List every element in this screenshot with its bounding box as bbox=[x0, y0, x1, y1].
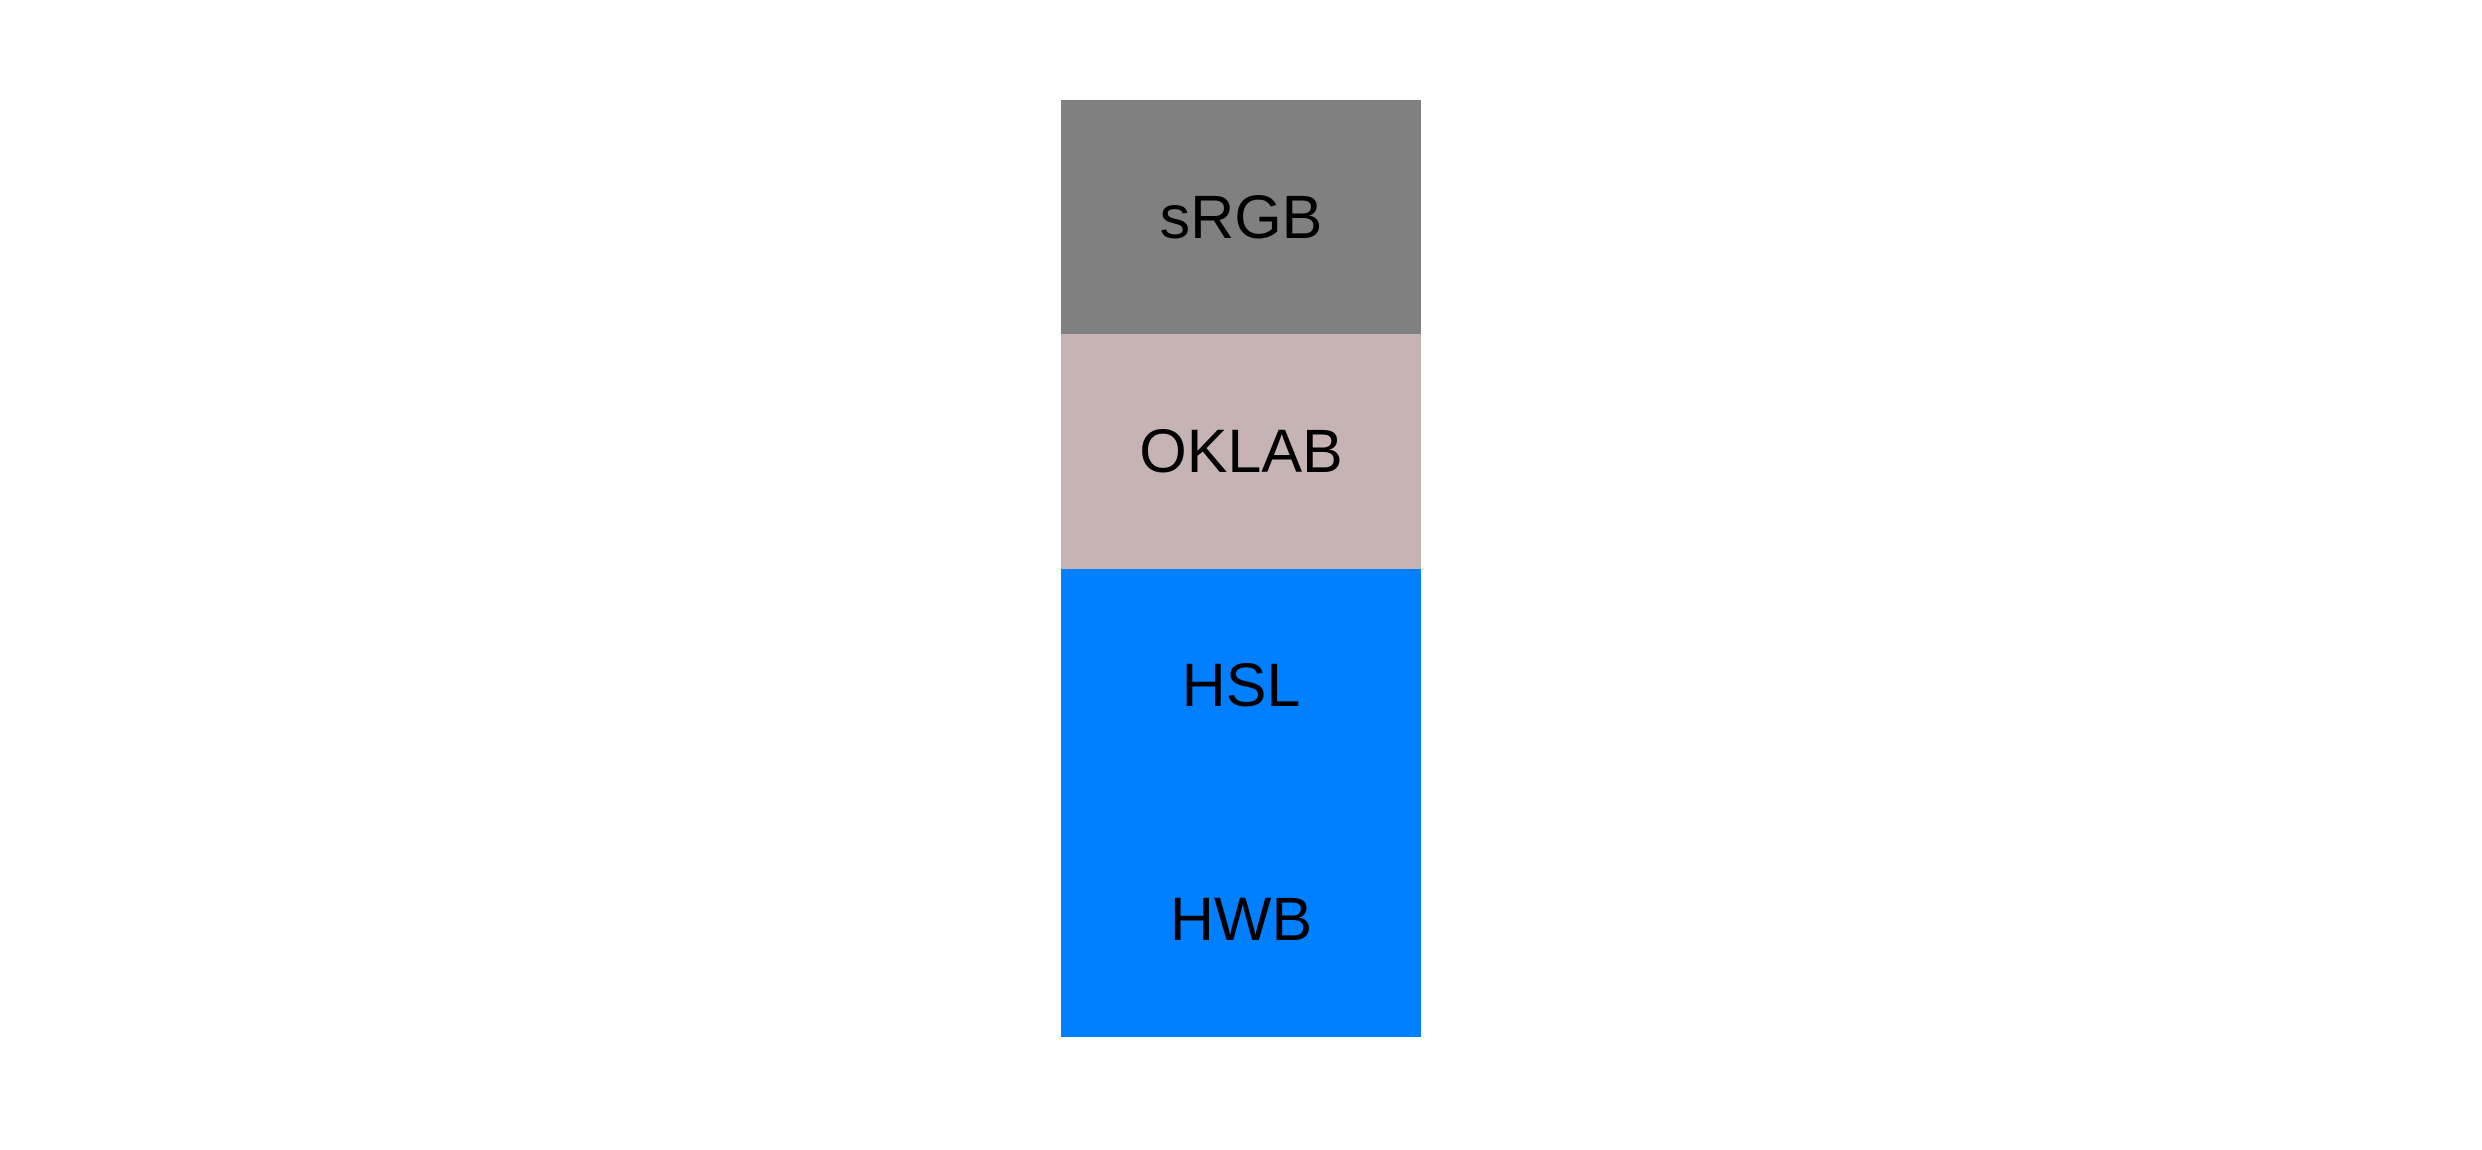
swatch-label-srgb: sRGB bbox=[1159, 182, 1323, 251]
swatch-hsl: HSL bbox=[1061, 568, 1421, 803]
swatch-hwb: HWB bbox=[1061, 802, 1421, 1037]
swatch-label-oklab: OKLAB bbox=[1139, 416, 1343, 485]
color-swatch-stack: sRGB OKLAB HSL HWB bbox=[1061, 100, 1421, 1037]
swatch-label-hwb: HWB bbox=[1169, 885, 1313, 954]
swatch-oklab: OKLAB bbox=[1061, 334, 1421, 569]
swatch-label-hsl: HSL bbox=[1181, 651, 1301, 720]
swatch-srgb: sRGB bbox=[1061, 100, 1421, 335]
